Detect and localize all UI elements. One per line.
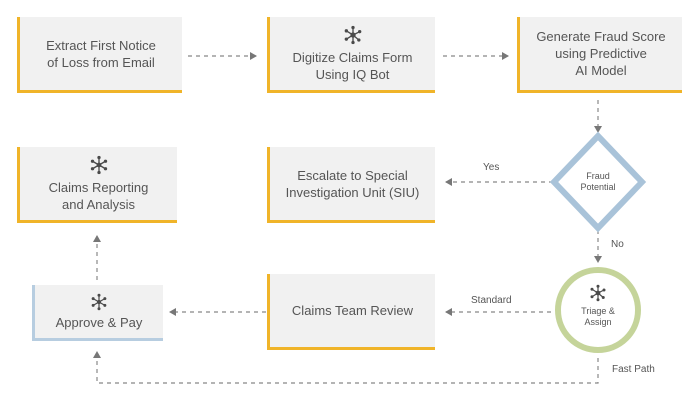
extract-fnol-box: Extract First Notice of Loss from Email: [17, 17, 182, 93]
escalate-siu-box: Escalate to Special Investigation Unit (…: [267, 147, 435, 223]
asterisk-icon: [90, 155, 107, 174]
digitize-claims-box: Digitize Claims Form Using IQ Bot: [267, 17, 435, 93]
claims-team-review-label: Claims Team Review: [291, 303, 414, 318]
claims-reporting-box: Claims Reporting and Analysis: [17, 147, 177, 223]
fraud-potential-label: Fraud Potential: [580, 171, 616, 192]
escalate-siu-label: Escalate to Special Investigation Unit (…: [285, 167, 420, 200]
fraud-score-label: Generate Fraud Score using Predictive AI…: [536, 29, 666, 78]
triage-assign-label: Triage & Assign: [581, 306, 615, 327]
edge-label-standard: Standard: [471, 295, 512, 306]
fraud-potential-diamond: [549, 131, 647, 233]
extract-fnol-label: Extract First Notice of Loss from Email: [46, 37, 156, 70]
asterisk-icon: [91, 293, 107, 310]
triage-circle: [555, 267, 641, 353]
hub-icon: [590, 284, 606, 302]
digitize-claims-label: Digitize Claims Form Using IQ Bot: [292, 49, 413, 82]
hub-icon: [344, 25, 361, 44]
approve-pay-box: Approve & Pay: [32, 285, 163, 341]
edge-label-no: No: [611, 239, 624, 250]
approve-pay-label: Approve & Pay: [55, 314, 143, 330]
arrow-fastpath: [93, 351, 599, 384]
edge-label-yes: Yes: [483, 162, 500, 173]
edge-label-fast-path: Fast Path: [612, 364, 655, 375]
claims-team-review-box: Claims Team Review: [267, 274, 435, 350]
fraud-score-box: Generate Fraud Score using Predictive AI…: [517, 17, 682, 93]
claims-reporting-label: Claims Reporting and Analysis: [48, 179, 149, 212]
